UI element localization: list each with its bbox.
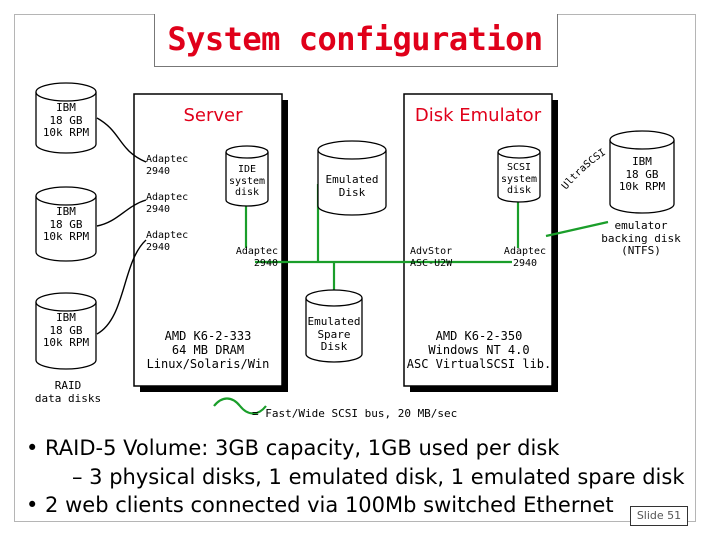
server-adapter-1: Adaptec 2940 xyxy=(146,154,189,177)
bullet-web-clients: • 2 web clients connected via 100Mb swit… xyxy=(26,493,614,517)
server-adapter-3: Adaptec 2940 xyxy=(146,230,189,253)
ide-system-disk xyxy=(225,145,269,207)
legend-bus-symbol xyxy=(213,397,267,415)
raid-disk-3 xyxy=(35,292,97,370)
raid-disk-2-cable xyxy=(96,199,147,227)
server-panel xyxy=(133,93,283,387)
server-bus-adapter: Adaptec 2940 xyxy=(235,246,278,269)
raid-disk-1-cable xyxy=(96,117,147,163)
svg-text:UltraSCSI: UltraSCSI xyxy=(560,147,608,192)
emulated-disk xyxy=(317,140,387,216)
server-title: Server xyxy=(183,105,243,126)
raid-disk-3-cable xyxy=(96,239,147,335)
legend-label: = Fast/Wide SCSI bus, 20 MB/sec xyxy=(252,407,458,420)
slide-title: System configuration xyxy=(167,20,543,58)
bullet-disk-breakdown: – 3 physical disks, 1 emulated disk, 1 e… xyxy=(72,465,685,489)
scsi-system-disk xyxy=(497,145,541,203)
emulated-spare-disk xyxy=(305,289,363,363)
emulator-panel xyxy=(403,93,553,387)
slide-number: Slide 51 xyxy=(630,506,688,526)
backing-disk-bus xyxy=(545,220,609,238)
emulator-title: Disk Emulator xyxy=(414,105,542,126)
title-box xyxy=(154,14,558,67)
bullet-raid-volume: • RAID-5 Volume: 3GB capacity, 1GB used … xyxy=(26,436,560,460)
backing-disk xyxy=(609,130,675,214)
raid-disk-1 xyxy=(35,82,97,154)
server-adapter-2: Adaptec 2940 xyxy=(146,192,189,215)
raid-disk-2 xyxy=(35,186,97,262)
